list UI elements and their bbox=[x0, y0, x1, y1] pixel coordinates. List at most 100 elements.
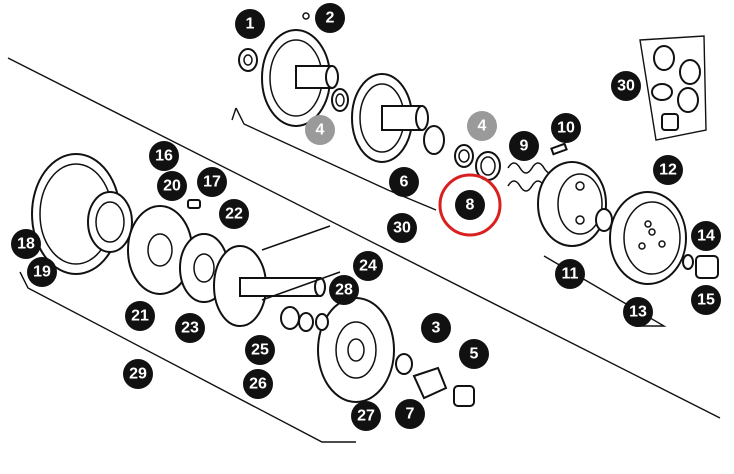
callout-8: 8 bbox=[455, 190, 485, 220]
callout-25: 25 bbox=[245, 335, 275, 365]
callout-19-label: 19 bbox=[33, 264, 51, 281]
callout-18: 18 bbox=[11, 229, 41, 259]
part-30-kit-box bbox=[639, 35, 707, 141]
part-11-clutch bbox=[537, 161, 607, 247]
callout-15-circle bbox=[691, 285, 721, 315]
callout-20-label: 20 bbox=[163, 178, 181, 195]
part-1-nut bbox=[238, 48, 258, 72]
part-16-bearing bbox=[87, 191, 133, 253]
callout-16-circle bbox=[149, 141, 179, 171]
callout-17-circle bbox=[197, 167, 227, 197]
callout-18-label: 18 bbox=[17, 236, 35, 253]
callout-21-circle bbox=[125, 301, 155, 331]
callout-11-label: 11 bbox=[562, 266, 579, 283]
callout-23-circle bbox=[175, 313, 205, 343]
callout-30-center-circle bbox=[387, 213, 417, 243]
part-14-washer bbox=[682, 254, 694, 270]
part-27-fan-pulley bbox=[317, 297, 395, 403]
callout-7-label: 7 bbox=[406, 406, 415, 423]
callout-4-left-circle bbox=[305, 115, 335, 145]
part-3-washer bbox=[395, 353, 413, 375]
callout-18-circle bbox=[11, 229, 41, 259]
callout-5: 5 bbox=[459, 339, 489, 369]
callout-4-right-circle bbox=[467, 111, 497, 141]
part-28-spacer bbox=[315, 313, 329, 331]
callout-1-label: 1 bbox=[246, 16, 255, 33]
callout-12: 12 bbox=[653, 155, 683, 185]
callout-22: 22 bbox=[219, 199, 249, 229]
callout-28-circle bbox=[329, 275, 359, 305]
callout-28: 28 bbox=[329, 275, 359, 305]
lower-assembly bbox=[31, 153, 475, 407]
part-24-shaft bbox=[213, 225, 341, 327]
callout-5-label: 5 bbox=[470, 346, 479, 363]
callout-23-label: 23 bbox=[181, 320, 199, 337]
callout-27-label: 27 bbox=[357, 408, 375, 425]
callout-14-label: 14 bbox=[697, 228, 715, 245]
part-12-nut bbox=[595, 208, 613, 232]
callout-16: 16 bbox=[149, 141, 179, 171]
callout-6: 6 bbox=[389, 167, 419, 197]
callout-12-circle bbox=[653, 155, 683, 185]
callout-6-circle bbox=[389, 167, 419, 197]
callout-15: 15 bbox=[691, 285, 721, 315]
part-6-movable-pulley bbox=[351, 73, 445, 163]
callout-30-center-label: 30 bbox=[393, 220, 411, 237]
callout-11: 11 bbox=[555, 259, 585, 289]
part-2-pulley-half bbox=[261, 12, 339, 127]
callout-2: 2 bbox=[315, 3, 345, 33]
callout-25-label: 25 bbox=[251, 342, 269, 359]
callout-8-circle bbox=[455, 190, 485, 220]
callout-4-left-label: 4 bbox=[316, 122, 325, 139]
part-15-nut bbox=[695, 255, 719, 279]
callout-30-center: 30 bbox=[387, 213, 417, 243]
callout-1: 1 bbox=[235, 9, 265, 39]
callout-10-circle bbox=[551, 113, 581, 143]
callout-14: 14 bbox=[691, 221, 721, 251]
callout-12-label: 12 bbox=[659, 162, 677, 179]
callout-25-circle bbox=[245, 335, 275, 365]
part-13-clutch-bell bbox=[609, 191, 687, 285]
callout-2-circle bbox=[315, 3, 345, 33]
part-25-26-washers bbox=[280, 306, 314, 332]
highlight-ring bbox=[438, 173, 502, 237]
callout-11-circle bbox=[555, 259, 585, 289]
callout-7: 7 bbox=[395, 399, 425, 429]
callout-30-kit: 30 bbox=[611, 71, 641, 101]
callout-30-kit-circle bbox=[611, 71, 641, 101]
callout-20: 20 bbox=[157, 171, 187, 201]
callout-24-circle bbox=[353, 251, 383, 281]
callout-4-right: 4 bbox=[467, 111, 497, 141]
upper-assembly bbox=[238, 12, 719, 285]
callout-26: 26 bbox=[243, 369, 273, 399]
callout-13: 13 bbox=[623, 297, 653, 327]
callout-3-label: 3 bbox=[432, 320, 441, 337]
callout-21-label: 21 bbox=[131, 308, 149, 325]
callout-28-label: 28 bbox=[335, 282, 353, 299]
callout-9-circle bbox=[509, 131, 539, 161]
callout-9: 9 bbox=[509, 131, 539, 161]
callout-27-circle bbox=[351, 401, 381, 431]
callout-20-circle bbox=[157, 171, 187, 201]
callout-4-left: 4 bbox=[305, 115, 335, 145]
callout-30-kit-label: 30 bbox=[617, 78, 635, 95]
callout-29: 29 bbox=[123, 359, 153, 389]
callout-6-label: 6 bbox=[400, 174, 409, 191]
callout-10-label: 10 bbox=[557, 120, 575, 137]
callout-26-circle bbox=[243, 369, 273, 399]
part-10-pin bbox=[550, 142, 568, 156]
callouts: 1 2 3 4 4 5 6 7 8 9 10 11 12 13 14 15 16… bbox=[11, 3, 721, 431]
callout-3-circle bbox=[421, 313, 451, 343]
callout-4-right-label: 4 bbox=[478, 118, 487, 135]
callout-13-label: 13 bbox=[629, 304, 647, 321]
callout-17-label: 17 bbox=[203, 174, 221, 191]
callout-14-circle bbox=[691, 221, 721, 251]
callout-19: 19 bbox=[27, 257, 57, 287]
callout-29-circle bbox=[123, 359, 153, 389]
callout-16-label: 16 bbox=[155, 148, 173, 165]
callout-3: 3 bbox=[421, 313, 451, 343]
callout-9-label: 9 bbox=[520, 138, 529, 155]
part-5-nut bbox=[453, 385, 475, 407]
callout-27: 27 bbox=[351, 401, 381, 431]
